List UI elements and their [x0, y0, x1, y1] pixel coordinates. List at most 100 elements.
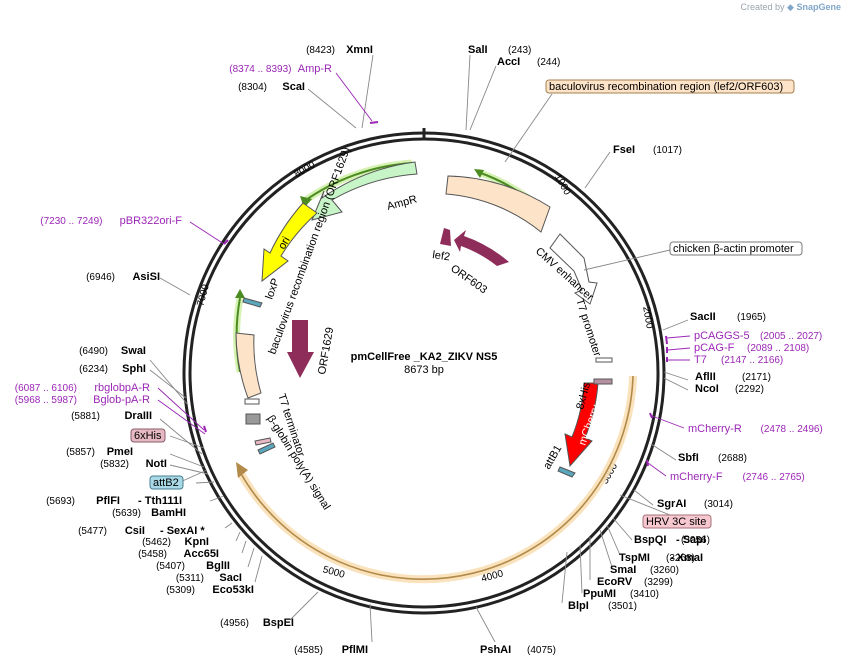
enzyme-site[interactable]: NcoI(2292)	[695, 383, 764, 395]
enzyme-position: (5309)	[166, 585, 195, 596]
enzyme-site[interactable]: Eco53kI(5309)	[166, 584, 254, 596]
cmv-direction-arrowhead	[474, 169, 484, 178]
t7-terminator-feature[interactable]	[244, 398, 260, 405]
enzyme-site[interactable]: AccI(244)	[497, 56, 560, 68]
enzyme-site[interactable]: SgrAI(3014)	[657, 498, 733, 510]
enzyme-site[interactable]: BlpI(3501)	[568, 600, 637, 612]
boxed-feature[interactable]: 6xHis	[130, 428, 166, 443]
boxed-feature-label: baculovirus recombination region (lef2/O…	[549, 81, 783, 93]
primer-range: (6087 .. 6106)	[15, 383, 77, 394]
lef2-feature[interactable]	[440, 228, 451, 246]
enzyme-position: (2292)	[735, 384, 764, 395]
enzyme-site[interactable]: BspEI(4956)	[220, 617, 294, 629]
boxed-feature[interactable]: attB2	[149, 475, 184, 490]
cmv-enhancer-feature[interactable]	[445, 175, 551, 233]
enzyme-site[interactable]: SacII(1965)	[690, 311, 766, 323]
attb2-marker[interactable]	[257, 442, 276, 455]
enzyme-position: (5857)	[66, 447, 95, 458]
enzyme-site[interactable]: PflFI(5693)	[46, 495, 120, 507]
snapgene-logo-icon: ◆	[787, 2, 794, 12]
enzyme-site[interactable]: Acc65I(5458)	[138, 548, 219, 560]
enzyme-site[interactable]: AsiSI(6946)	[86, 271, 160, 283]
enzyme-name: BglII	[206, 560, 230, 572]
enzyme-name: PflMI	[342, 644, 368, 656]
tick-label: 7000	[195, 283, 211, 308]
chicken-actin-promoter-feature[interactable]	[549, 233, 598, 305]
enzyme-site[interactable]: BglII(5407)	[156, 560, 230, 572]
enzyme-site[interactable]: TspMI(3258)	[619, 552, 695, 564]
enzyme-site[interactable]: KpnI(5462)	[142, 536, 209, 548]
primer-site[interactable]: rbglobpA-R(6087 .. 6106)	[15, 382, 150, 394]
enzyme-site[interactable]: NotI(5832)	[100, 458, 167, 470]
enzyme-position: (4585)	[294, 645, 323, 656]
enzyme-site[interactable]: SmaI(3260)	[610, 564, 679, 576]
his6-marker[interactable]	[254, 437, 272, 446]
mcherry-feature[interactable]	[564, 382, 599, 468]
enzyme-site[interactable]: AflII(2171)	[695, 371, 771, 383]
tick-label: 2000	[640, 306, 655, 330]
enzyme-name: NotI	[146, 458, 167, 470]
loxp-marker[interactable]	[242, 297, 263, 308]
enzyme-labels: XmnI(8423) ScaI (8304) SalI(243)AccI(244) Fs…	[46, 44, 771, 656]
primer-site[interactable]: Bglob-pA-R(5968 .. 5987)	[15, 394, 150, 406]
enzyme-site[interactable]: - SapI	[676, 534, 706, 546]
bglobin-polya-feature[interactable]	[245, 413, 261, 425]
enzyme-site[interactable]: SbfI(2688)	[678, 452, 747, 464]
enzyme-site[interactable]: PpuMI(3410)	[583, 588, 659, 600]
boxed-feature[interactable]: HRV 3C site	[642, 514, 712, 529]
enzyme-site[interactable]: EcoRV(3299)	[597, 576, 673, 588]
boxed-feature-label: HRV 3C site	[646, 516, 706, 528]
enzyme-site[interactable]: ScaI (8304)	[238, 81, 305, 93]
enzyme-position: (5639)	[112, 508, 141, 519]
enzyme-position: (5693)	[46, 496, 75, 507]
enzyme-site[interactable]: SphI(6234)	[79, 363, 146, 375]
enzyme-site[interactable]: XmnI(8423)	[306, 44, 373, 56]
orf1629-feature[interactable]	[287, 320, 314, 378]
enzyme-name: SacI	[219, 572, 242, 584]
enzyme-site[interactable]: - Tth111I	[138, 495, 182, 507]
primer-site[interactable]: Amp-R(8374 .. 8393)	[229, 63, 332, 75]
primer-site[interactable]: pBR322ori-F(7230 .. 7249)	[40, 215, 182, 227]
ori-label: ori	[276, 235, 293, 252]
tick-label: 8000	[292, 159, 317, 180]
bac-region-loxp-feature[interactable]	[235, 332, 262, 399]
enzyme-name: ScaI	[282, 81, 305, 93]
enzyme-site[interactable]: FseI(1017)	[613, 144, 682, 156]
primer-site[interactable]: mCherry-R(2478 .. 2496)	[688, 423, 823, 435]
enzyme-site[interactable]: PmeI(5857)	[66, 446, 133, 458]
enzyme-site[interactable]: PflMI (4585)	[294, 644, 368, 656]
primer-site[interactable]: pCAG-F(2089 .. 2108)	[694, 342, 809, 354]
enzyme-site[interactable]: DraIII(5881)	[71, 410, 152, 422]
enzyme-position: (8304)	[238, 82, 267, 93]
credit-prefix: Created by	[740, 2, 785, 12]
primer-name: pCAGGS-5	[694, 330, 750, 342]
enzyme-site[interactable]: - SexAI *	[160, 525, 205, 537]
boxed-feature[interactable]: baculovirus recombination region (lef2/O…	[545, 79, 795, 94]
enzyme-site[interactable]: SacI(5311)	[176, 572, 242, 584]
primer-site[interactable]: mCherry-F(2746 .. 2765)	[670, 471, 805, 483]
orf603-feature[interactable]	[454, 230, 509, 266]
his8-feature[interactable]	[593, 378, 613, 385]
enzyme-name: SalI	[468, 44, 488, 56]
enzyme-site[interactable]: PshAI(4075)	[480, 644, 556, 656]
enzyme-site[interactable]: BspQI(3056)	[634, 534, 710, 546]
enzyme-position: (6490)	[79, 346, 108, 357]
enzyme-position: (1017)	[653, 145, 682, 156]
ampr-feature[interactable]	[311, 161, 418, 221]
enzyme-site[interactable]: - XmaI	[670, 552, 703, 564]
ori-feature[interactable]	[261, 202, 318, 283]
enzyme-site[interactable]: BamHI(5639)	[112, 507, 186, 519]
primer-range: (5968 .. 5987)	[15, 395, 77, 406]
attb1-feature[interactable]	[557, 466, 576, 478]
primer-site[interactable]: T7(2147 .. 2166)	[694, 354, 783, 366]
enzyme-site[interactable]: CsiI(5477)	[78, 525, 145, 537]
boxed-feature-label: chicken β-actin promoter	[673, 243, 794, 255]
t7-promoter-feature[interactable]	[595, 357, 613, 363]
primer-mark-mcherry-f	[646, 459, 649, 467]
enzyme-position: (3056)	[681, 535, 710, 546]
primer-site[interactable]: pCAGGS-5(2005 .. 2027)	[694, 330, 822, 342]
t7-promoter-label: T7 promoter	[573, 297, 603, 358]
enzyme-site[interactable]: SwaI(6490)	[79, 345, 146, 357]
boxed-feature[interactable]: chicken β-actin promoter	[669, 241, 803, 256]
enzyme-site[interactable]: SalI(243)	[468, 44, 531, 56]
